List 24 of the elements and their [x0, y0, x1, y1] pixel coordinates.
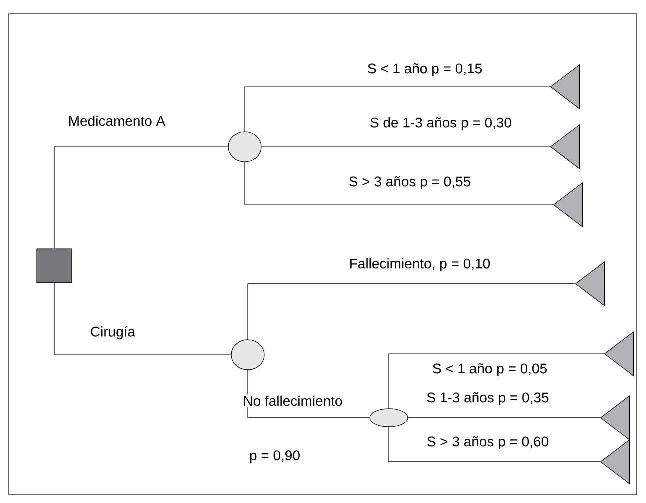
edge-label: S de 1-3 años p = 0,30: [370, 117, 512, 130]
edge-label: S 1-3 años p = 0,35: [427, 392, 549, 406]
branch-line: [54, 146, 228, 249]
branch-line: [244, 86, 550, 132]
edge-label: Cirugía: [91, 326, 136, 340]
chance-node: [228, 132, 262, 162]
chance-node: [370, 408, 408, 428]
edge-label: S > 3 años p = 0,60: [428, 436, 549, 450]
branch-line: [248, 370, 370, 418]
branch-line: [244, 162, 554, 206]
edge-label: Medicamento A: [70, 116, 166, 126]
edge-label: Fallecimiento, p = 0,10: [350, 258, 490, 272]
branch-line: [388, 426, 600, 462]
edge-label: S < 1 año p = 0,05: [433, 364, 547, 376]
branch-line: [248, 284, 576, 340]
branch-line: [54, 283, 232, 356]
edge-label: No fallecimiento: [242, 394, 344, 408]
chance-node: [231, 340, 265, 370]
edge-label: S > 3 años p = 0,55: [350, 176, 470, 190]
edge-label: S < 1 año p = 0,15: [368, 64, 482, 76]
decision-square: [36, 248, 72, 284]
probability-label: p = 0,90: [250, 450, 300, 464]
branch-line: [388, 354, 604, 409]
branch-line: [262, 146, 550, 148]
